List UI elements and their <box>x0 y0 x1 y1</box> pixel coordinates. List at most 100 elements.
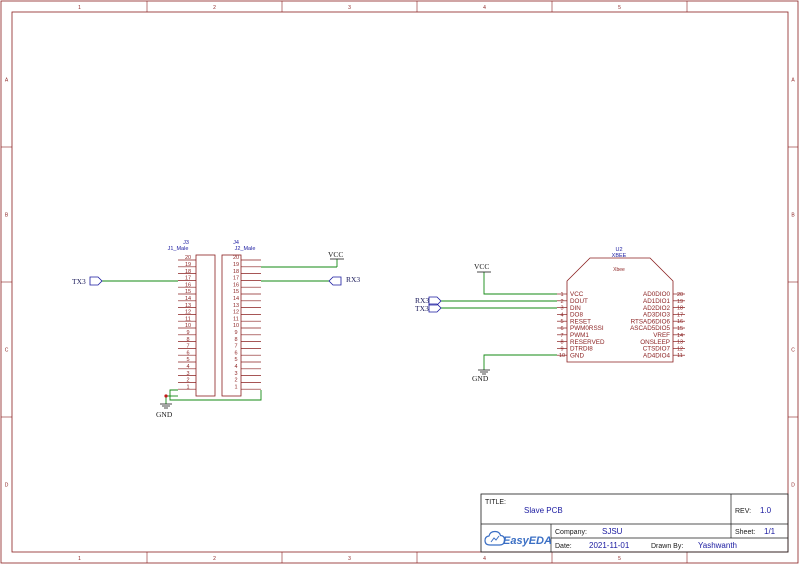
xbee-body <box>566 257 674 363</box>
j4-pin-number: 12 <box>233 310 239 316</box>
rx3-right-label: RX3 <box>346 275 360 284</box>
j3-pin-number: 6 <box>186 350 189 356</box>
title-block: TITLE: Slave PCB REV: 1.0 Company: SJSU … <box>480 493 789 553</box>
j3-pin-number: 3 <box>186 371 189 377</box>
j3-pin-number: 2 <box>186 378 189 384</box>
xbee-right-pin-name: ONSLEEP <box>640 339 670 346</box>
xbee-right-pin-name: CTSDIO7 <box>643 346 671 353</box>
tx3-xbee-label: TX3 <box>415 304 429 313</box>
net-flag-tx3-left[interactable]: TX3 <box>72 276 103 286</box>
tb-drawn-label: Drawn By: <box>651 543 683 550</box>
j3-name: J1_Male <box>168 246 189 252</box>
xbee-left-pin-number: 9 <box>560 346 563 352</box>
xbee-left-pin-number: 4 <box>560 312 563 318</box>
power-vcc-xbee[interactable]: VCC <box>474 262 491 273</box>
j3-pin-number: 20 <box>185 255 191 261</box>
xbee-right-pin-name: ASCAD5DIO5 <box>630 325 670 332</box>
j3-pin-number: 19 <box>185 262 191 268</box>
wires-xbee <box>441 272 557 370</box>
j4-pin-number: 8 <box>234 337 237 343</box>
rx3-flag-shape <box>328 276 342 286</box>
j4-pin-number: 7 <box>234 344 237 350</box>
j4-designator: J4 <box>233 240 239 246</box>
frame-column-label: 4 <box>483 556 486 562</box>
j4-body <box>221 254 242 397</box>
header-j3[interactable]: J3 J1_Male 20191817161514131211109876543… <box>168 240 216 397</box>
net-flag-tx3-xbee[interactable]: TX3 <box>415 303 442 313</box>
xbee-left-pin-name: DTRDI8 <box>570 346 593 353</box>
xbee-right-pin-name: AD4DIO4 <box>643 352 670 359</box>
j3-body <box>195 254 216 397</box>
xbee-right-pin-number: 12 <box>677 346 683 352</box>
xbee-right-pin-name: AD1DIO1 <box>643 298 670 305</box>
j4-pin-number: 16 <box>233 282 239 288</box>
xbee-designator: U2 <box>615 247 622 253</box>
frame-column-label: 1 <box>78 5 81 11</box>
frame-column-label: 5 <box>618 5 621 11</box>
tb-date-label: Date: <box>555 543 572 550</box>
frame-column-label: 1 <box>78 556 81 562</box>
frame-row-label: A <box>791 78 795 84</box>
logo-text: EasyEDA <box>503 535 552 547</box>
xbee-name: XBEE <box>612 253 627 259</box>
xbee-inner-label: Xbee <box>613 267 625 273</box>
xbee-right-pin-name: AD2DIO2 <box>643 305 670 312</box>
header-j4[interactable]: J4 J2_Male 20191817161514131211109876543… <box>221 240 261 397</box>
j3-pin-number: 10 <box>185 323 191 329</box>
j4-pin-number: 9 <box>234 330 237 336</box>
tb-sheet-value: 1/1 <box>764 527 776 536</box>
j4-pin-number: 1 <box>234 384 237 390</box>
rx3-xbee-label: RX3 <box>415 296 429 305</box>
cloud-icon <box>484 530 506 546</box>
frame-row-label: D <box>5 483 9 489</box>
tb-rev-value: 1.0 <box>760 506 772 515</box>
power-gnd-headers[interactable]: GND <box>156 403 173 419</box>
j3-pin-number: 1 <box>186 384 189 390</box>
xbee-right-pin-name: AD0DIO0 <box>643 291 670 298</box>
j4-pin-number: 15 <box>233 289 239 295</box>
xbee-right-pin-number: 13 <box>677 340 683 346</box>
tb-drawn-value: Yashwanth <box>698 541 737 550</box>
power-gnd-xbee[interactable]: GND <box>472 369 490 383</box>
wire-gnd-xbee <box>483 354 557 370</box>
j3-pin-number: 14 <box>185 296 191 302</box>
j4-pin-number: 6 <box>234 350 237 356</box>
j4-pin-number: 3 <box>234 371 237 377</box>
frame-column-label: 4 <box>483 5 486 11</box>
xbee-right-pin-number: 20 <box>677 292 683 298</box>
j3-pin-number: 13 <box>185 303 191 309</box>
j4-pin-number: 13 <box>233 303 239 309</box>
j3-pin-number: 17 <box>185 276 191 282</box>
inner-border <box>11 11 789 553</box>
j3-pin-number: 5 <box>186 357 189 363</box>
j4-pin-number: 19 <box>233 262 239 268</box>
xbee-right-pin-number: 11 <box>677 353 683 359</box>
xbee-left-pin-name: PWM1 <box>570 332 589 339</box>
frame-column-label: 3 <box>348 556 351 562</box>
xbee-right-pin-number: 16 <box>677 319 683 325</box>
power-vcc-headers[interactable]: VCC <box>328 250 344 260</box>
title-block-border <box>480 493 789 553</box>
xbee-left-pin-number: 8 <box>560 340 563 346</box>
xbee-left-pin-number: 10 <box>559 353 565 359</box>
wire-gnd-loop <box>169 389 262 401</box>
tx3-xbee-flag-shape <box>428 303 442 313</box>
xbee-left-pin-name: DOUT <box>570 298 588 305</box>
j4-pin-number: 4 <box>234 364 237 370</box>
j4-pin-number: 5 <box>234 357 237 363</box>
j3-pin-number: 15 <box>185 289 191 295</box>
easyeda-logo: EasyEDA <box>484 530 552 547</box>
gnd-xbee-label: GND <box>472 374 489 383</box>
xbee-right-pin-name: VREF <box>653 332 670 339</box>
net-flag-rx3-right[interactable]: RX3 <box>328 275 360 286</box>
xbee-left-pin-name: DO8 <box>570 312 583 319</box>
j3-pin-number: 9 <box>186 330 189 336</box>
tb-rev-label: REV: <box>735 508 751 515</box>
xbee-left-pin-number: 2 <box>560 299 563 305</box>
